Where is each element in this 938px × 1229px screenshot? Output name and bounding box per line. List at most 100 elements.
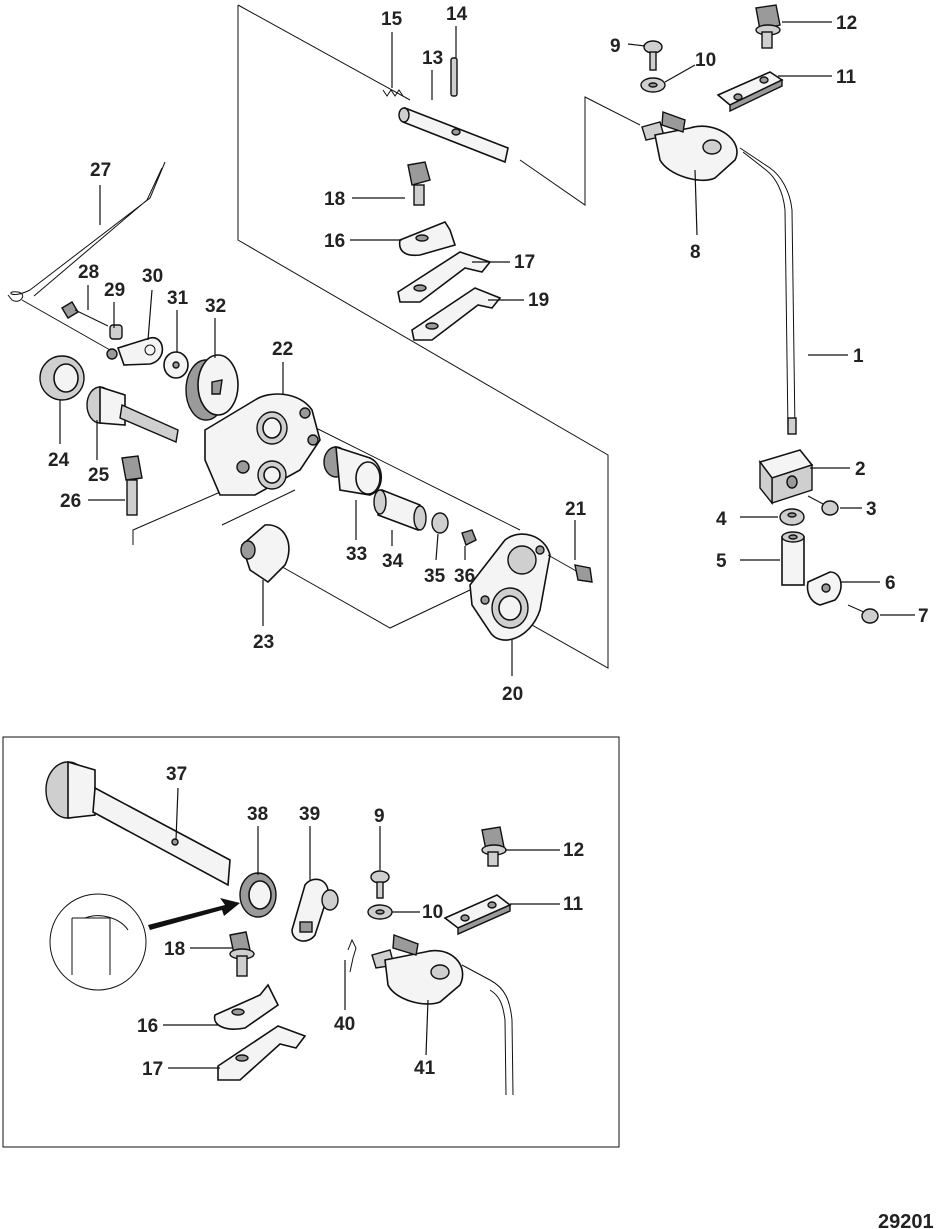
label-28: 28 [78, 262, 99, 283]
label-40: 40 [334, 1014, 355, 1035]
assembly-outline-lines [21, 4, 641, 669]
part-28-screw [61, 301, 109, 327]
part-17-bracket [397, 251, 492, 303]
part-2-block [758, 449, 814, 505]
part-14-pin [450, 57, 458, 97]
label-35: 35 [424, 566, 446, 587]
label-11: 11 [836, 67, 857, 88]
label-17: 17 [514, 252, 535, 273]
part-32-cam [185, 354, 239, 421]
label-31: 31 [167, 288, 189, 309]
label-14: 14 [446, 4, 468, 25]
part-15-spring [382, 89, 404, 97]
label-38: 38 [247, 804, 268, 825]
part-18-bolt-inset [229, 931, 255, 977]
part-8-shift-lever [641, 111, 738, 182]
label-2: 2 [855, 459, 866, 480]
label-12: 12 [836, 13, 857, 34]
part-16-bracket-inset [213, 983, 280, 1030]
label-6: 6 [885, 573, 896, 594]
part-33-bushing [323, 445, 383, 496]
part-1-rod-thread [787, 417, 797, 435]
part-6-clamp [806, 571, 842, 606]
inset-box [2, 736, 620, 1148]
leader-lines [59, 21, 915, 1069]
part-19-bracket [411, 287, 502, 341]
label-15: 15 [381, 9, 403, 30]
part-21-screw [547, 554, 593, 583]
label-37: 37 [166, 764, 187, 785]
detail-arrow [148, 898, 240, 930]
label-32: 32 [205, 296, 226, 317]
part-34-sleeve [373, 488, 427, 532]
label-3: 3 [866, 499, 877, 520]
label-19: 19 [528, 290, 549, 311]
part-11-plate-inset [443, 894, 512, 936]
part-7-screw [847, 604, 879, 624]
part-22-housing [204, 393, 321, 496]
part-3-screw [807, 495, 839, 516]
part-4-nut [779, 508, 805, 526]
label-8: 8 [690, 242, 701, 263]
label-41: 41 [414, 1058, 436, 1079]
label-9: 9 [610, 36, 621, 57]
part-18-bolt [407, 161, 431, 206]
part-9-screw [643, 40, 663, 71]
label-30: 30 [142, 266, 163, 287]
label-4: 4 [716, 509, 727, 530]
figure-id: 29201 [878, 1211, 934, 1229]
label-5: 5 [716, 551, 727, 572]
label-26: 26 [60, 491, 81, 512]
label-20: 20 [502, 684, 523, 705]
part-24-ring [39, 355, 85, 401]
part-25-shaft [86, 385, 179, 443]
label-16-inset: 16 [137, 1016, 158, 1037]
part-16-bracket [398, 221, 457, 257]
part-12-bolt-inset [481, 826, 507, 867]
part-29-nut [109, 324, 123, 340]
label-1: 1 [853, 346, 864, 367]
part-39-lever [291, 878, 339, 942]
label-29: 29 [104, 280, 125, 301]
part-13-shaft [398, 106, 509, 164]
part-35-washer [431, 512, 449, 534]
part-10-washer [640, 77, 666, 93]
label-7: 7 [918, 606, 929, 627]
part-12-bolt [755, 4, 781, 49]
part-1-shift-rod [739, 147, 796, 433]
label-16: 16 [324, 231, 345, 252]
part-5-spacer [781, 531, 805, 586]
part-17-bracket-inset [217, 1025, 307, 1081]
label-11-inset: 11 [563, 894, 584, 915]
part-30-lever [106, 337, 164, 366]
label-13: 13 [422, 48, 443, 69]
label-21: 21 [565, 499, 587, 520]
label-39: 39 [299, 804, 320, 825]
label-18-inset: 18 [164, 939, 185, 960]
part-11-plate [716, 71, 784, 113]
part-38-seal [239, 872, 277, 918]
inset-rod [461, 964, 514, 1096]
label-18: 18 [324, 189, 345, 210]
label-24: 24 [48, 450, 70, 471]
part-27-wire-link [7, 161, 166, 302]
part-20-plate [469, 533, 551, 641]
part-31-washer [163, 351, 189, 379]
label-34: 34 [382, 551, 404, 572]
label-10-inset: 10 [422, 902, 443, 923]
part-10-washer-inset [367, 904, 393, 920]
part-41-shift-lever [371, 934, 464, 1005]
part-37-long-shaft [45, 760, 231, 887]
label-9-inset: 9 [374, 806, 385, 827]
label-10: 10 [695, 50, 716, 71]
label-27: 27 [90, 160, 111, 181]
label-17-inset: 17 [142, 1059, 163, 1080]
label-36: 36 [454, 566, 475, 587]
label-25: 25 [88, 465, 110, 486]
part-23-clip [240, 524, 290, 584]
label-22: 22 [272, 339, 293, 360]
part-labels: 1 2 3 4 5 6 7 8 9 10 11 12 13 14 15 16 1… [48, 4, 929, 1080]
label-23: 23 [253, 632, 274, 653]
part-40-clip [347, 938, 357, 973]
